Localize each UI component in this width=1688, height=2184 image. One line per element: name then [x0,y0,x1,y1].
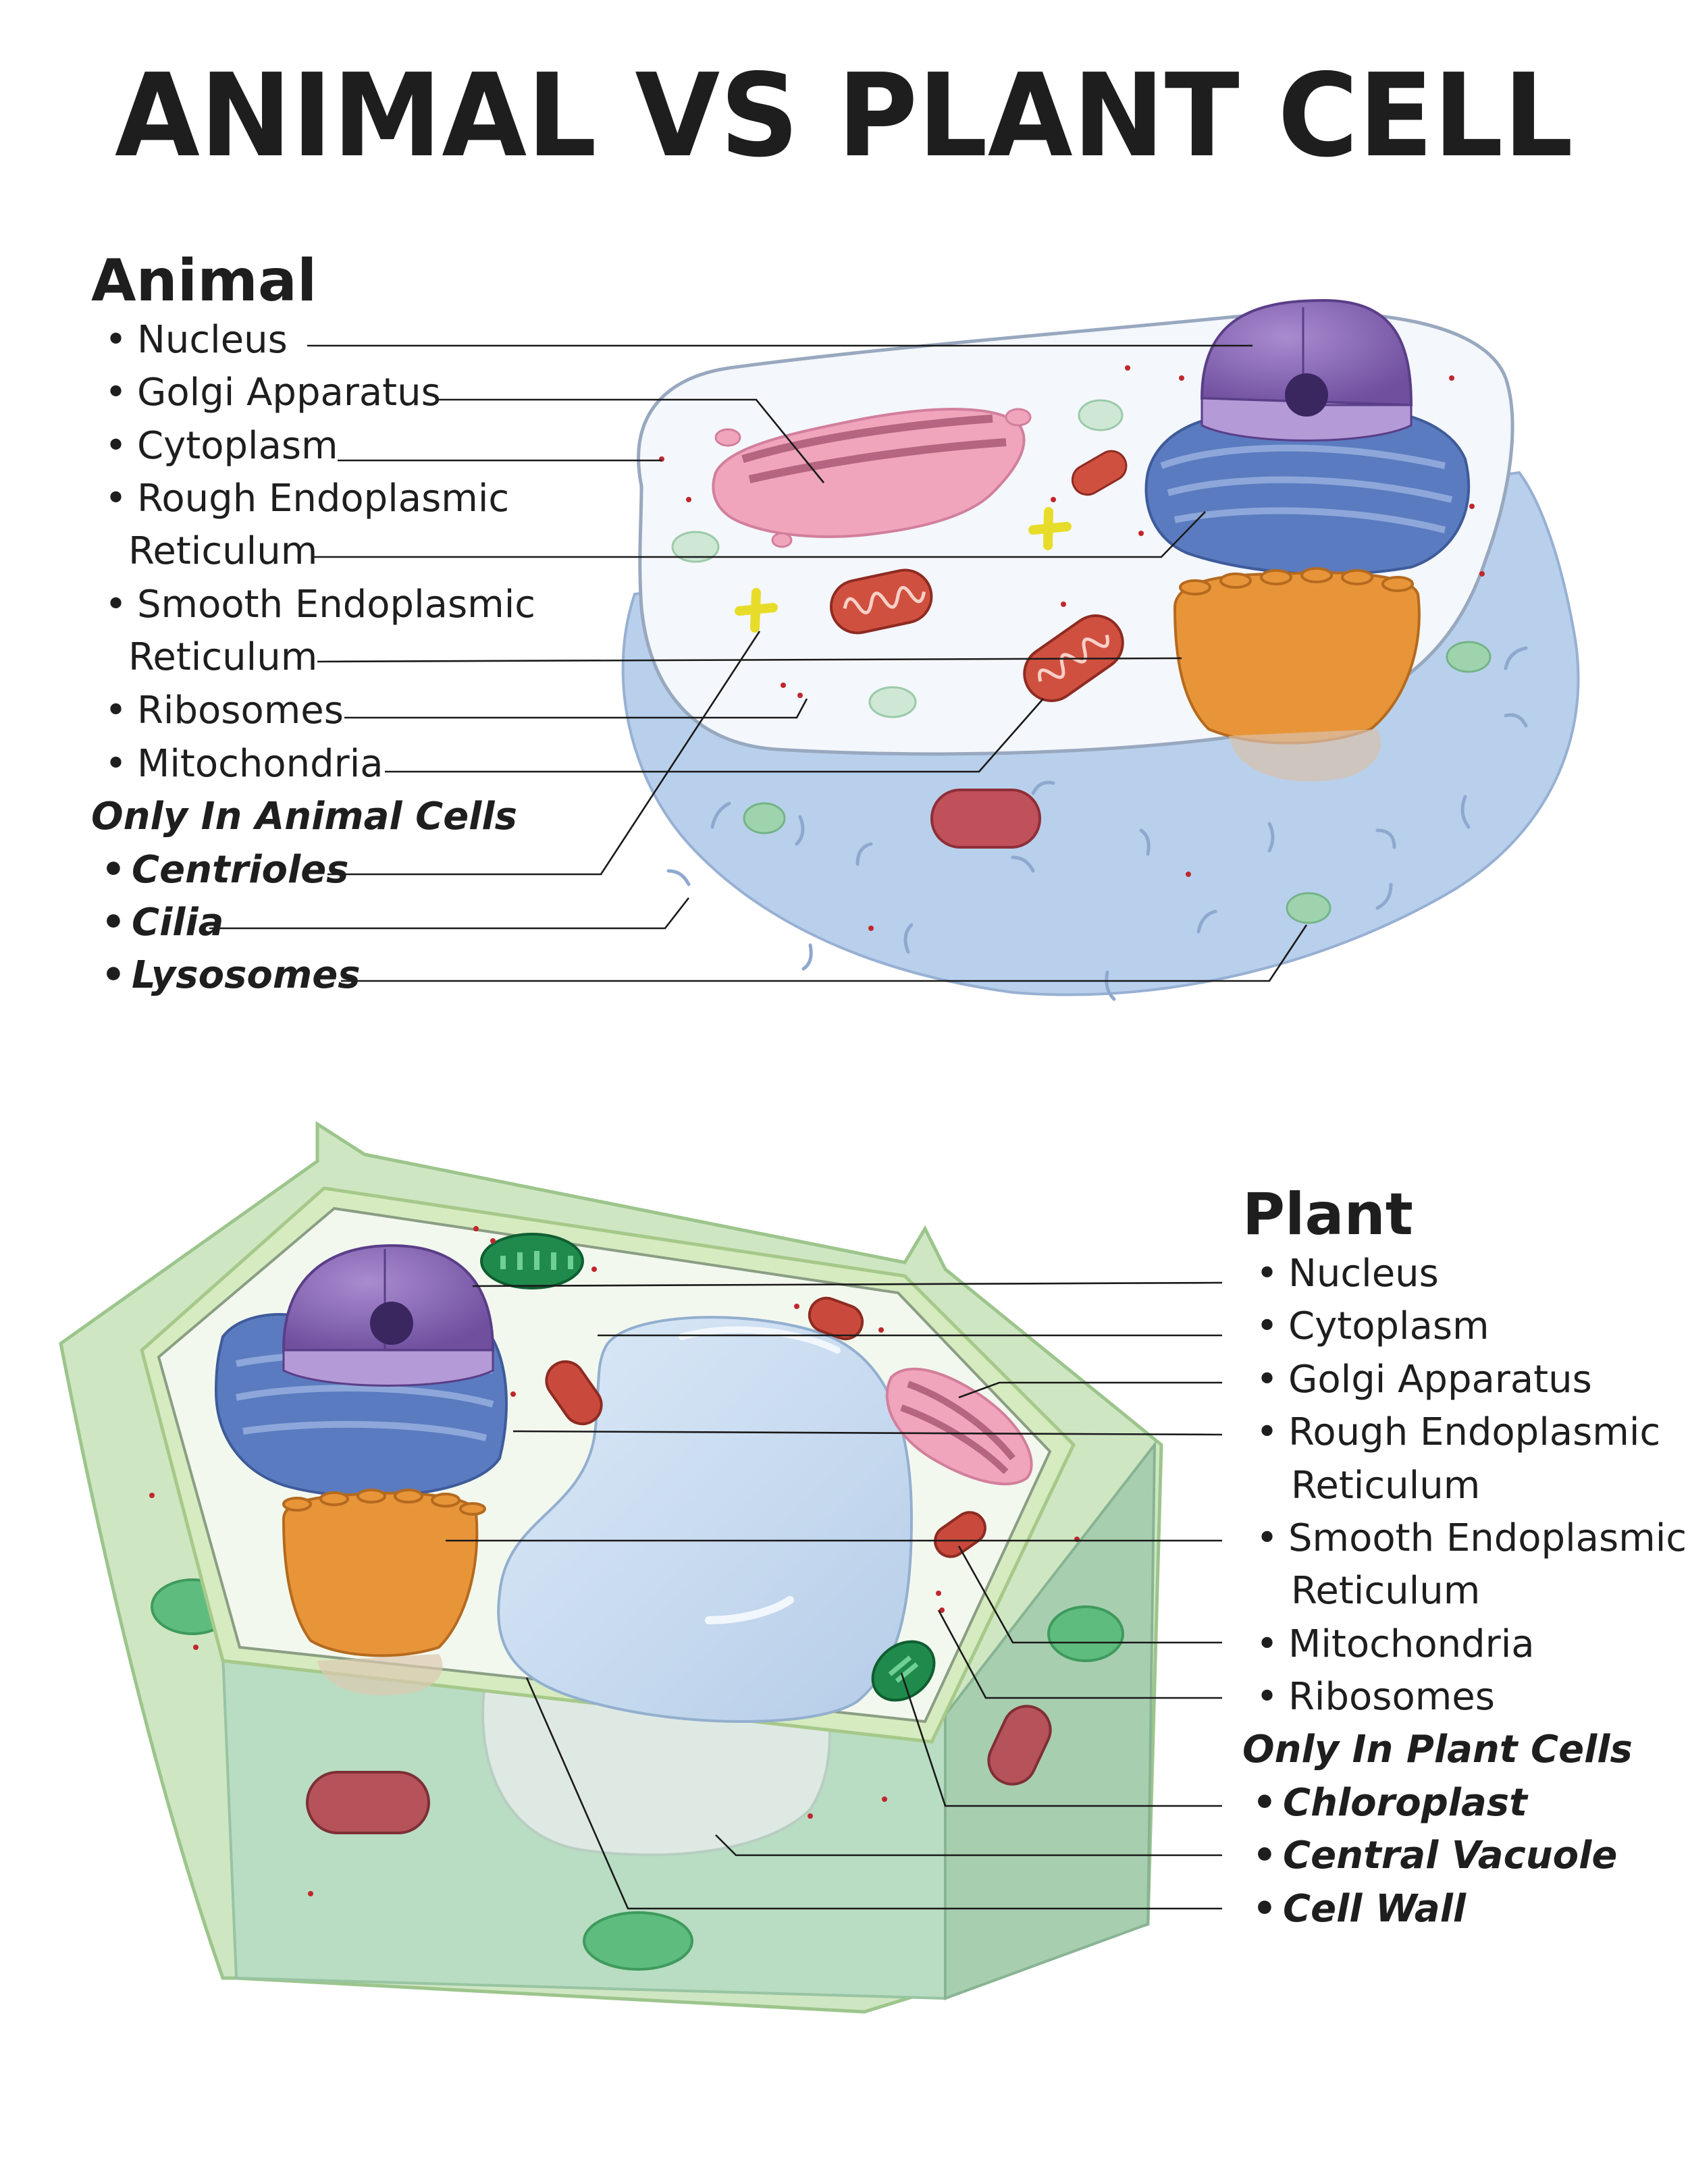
plant-label-ribosomes: Ribosomes [1288,1675,1495,1719]
page-title: ANIMAL VS PLANT CELL [115,49,1573,183]
svg-text:•: • [1256,1410,1278,1454]
animal-cell [621,298,1580,1001]
svg-text:•: • [105,689,127,733]
animal-label-smooth-er: Smooth Endoplasmic [137,583,535,627]
animal-nucleus-icon [1200,298,1413,442]
plant-vacuole-icon [497,1316,914,1723]
svg-text:•: • [1256,1622,1278,1666]
animal-mitochondrion-3 [1071,450,1128,496]
svg-text:•: • [1252,1781,1277,1825]
plant-label-cell-wall: Cell Wall [1283,1887,1467,1931]
svg-text:•: • [1256,1358,1278,1402]
animal-label-centrioles: Centrioles [132,848,349,892]
svg-text:•: • [105,742,127,786]
svg-text:•: • [1256,1304,1278,1348]
plant-nucleus-icon [282,1244,495,1387]
animal-label-rough-er-2: Reticulum [128,529,317,573]
plant-label-cytoplasm: Cytoplasm [1288,1304,1489,1348]
plant-label-smooth-er-2: Reticulum [1291,1569,1480,1613]
plant-label-golgi: Golgi Apparatus [1288,1358,1592,1402]
plant-special-heading: Only In Plant Cells [1242,1728,1633,1772]
animal-label-ribosomes: Ribosomes [137,689,344,733]
svg-text:•: • [1256,1252,1278,1296]
animal-rough-er-icon [1144,408,1471,576]
animal-label-nucleus: Nucleus [137,318,288,362]
plant-label-list: Plant • Nucleus • Cytoplasm • Golgi Appa… [1242,1181,1687,1931]
svg-text:•: • [105,583,127,627]
plant-smooth-er-icon [282,1489,486,1657]
animal-label-mitochondria: Mitochondria [137,742,384,786]
animal-label-lysosomes: Lysosomes [132,953,361,997]
animal-lysosome-2 [743,802,786,834]
plant-mitochondria-icons [545,1296,986,1558]
svg-text:•: • [101,848,126,892]
animal-lower-mitochondrion [930,789,1041,849]
animal-heading: Animal [91,247,317,315]
plant-label-nucleus: Nucleus [1288,1252,1439,1296]
svg-text:•: • [101,953,126,997]
svg-text:•: • [105,371,127,415]
animal-mitochondrion-1 [829,568,933,635]
animal-leader-lines [209,344,1308,982]
animal-smooth-er-icon [1173,567,1421,745]
plant-lower-mitochondrion [306,1771,430,1834]
animal-special-heading: Only In Animal Cells [91,795,517,838]
plant-heading: Plant [1242,1181,1413,1248]
plant-label-central-vacuole: Central Vacuole [1283,1834,1617,1877]
svg-text:•: • [105,424,127,468]
svg-text:•: • [105,318,127,362]
animal-label-list: Animal • Nucleus • Golgi Apparatus • Cyt… [91,247,535,997]
svg-text:•: • [101,901,126,944]
lysosome-icon [1286,892,1331,924]
svg-text:•: • [105,477,127,521]
animal-label-cilia: Cilia [132,901,223,944]
animal-lysosome-3 [1446,641,1492,673]
animal-label-rough-er: Rough Endoplasmic [137,477,509,521]
chloroplast-icon [480,1233,936,1702]
svg-text:•: • [1252,1834,1277,1877]
svg-text:•: • [1256,1675,1278,1719]
plant-cell [59,1121,1163,2014]
plant-label-mitochondria: Mitochondria [1288,1622,1535,1666]
plant-label-rough-er: Rough Endoplasmic [1288,1410,1660,1454]
animal-label-golgi: Golgi Apparatus [137,371,441,415]
plant-leader-lines [446,1281,1223,1910]
plant-label-chloroplast: Chloroplast [1283,1781,1529,1825]
centriole-icon [735,507,1072,633]
plant-lower-chloroplast [583,1911,693,1971]
svg-text:•: • [1252,1887,1277,1931]
animal-label-smooth-er-2: Reticulum [128,635,317,679]
plant-label-rough-er-2: Reticulum [1291,1464,1480,1508]
plant-golgi-icon [885,1367,1033,1485]
animal-label-cytoplasm: Cytoplasm [137,424,338,468]
svg-text:•: • [1256,1516,1278,1560]
plant-label-smooth-er: Smooth Endoplasmic [1288,1516,1687,1560]
cilia [666,646,1528,1001]
